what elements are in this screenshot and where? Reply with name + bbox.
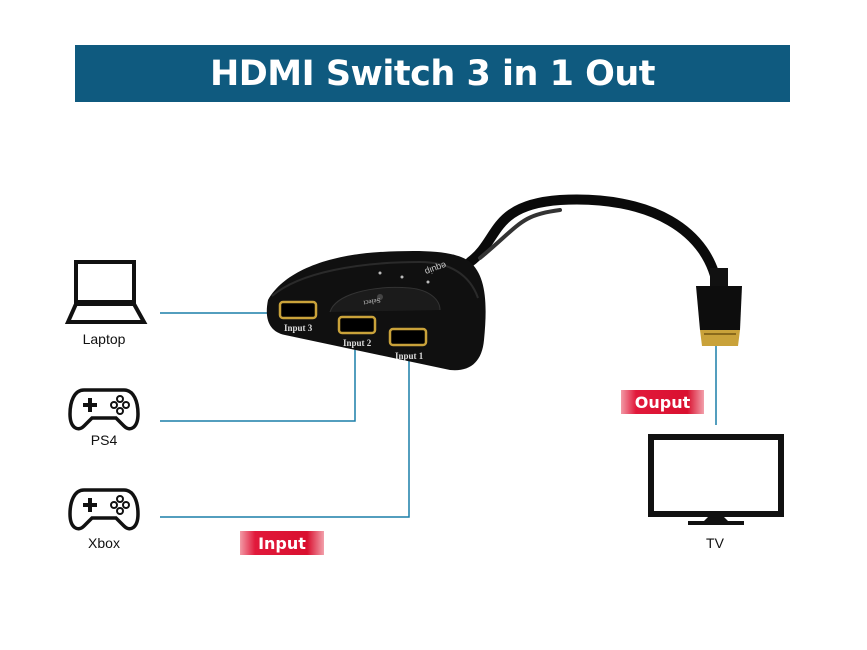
tv-label: TV — [706, 535, 724, 551]
hdmi-port-input-1 — [388, 327, 428, 347]
ps4-connection-line — [160, 335, 356, 422]
hdmi-port-input-2 — [337, 315, 377, 335]
port-label-input-1: Input 1 — [395, 351, 424, 361]
input-badge: Input — [240, 531, 324, 555]
laptop-icon — [64, 260, 148, 324]
xbox-label: Xbox — [88, 535, 120, 551]
xbox-gamepad-icon — [68, 488, 140, 531]
hdmi-cable — [465, 194, 723, 295]
port-label-input-3: Input 3 — [284, 323, 313, 333]
laptop-label: Laptop — [82, 331, 126, 347]
tv-icon — [648, 434, 784, 525]
ps4-label: PS4 — [90, 432, 118, 448]
hdmi-port-input-3 — [278, 300, 318, 320]
select-button-label: Select — [363, 296, 381, 307]
port-label-input-2: Input 2 — [343, 338, 372, 348]
hdmi-plug — [696, 268, 742, 346]
hdmi-switch-device: equip Select Input 3 Input 2 Input 1 — [266, 251, 486, 371]
output-badge: Ouput — [621, 390, 704, 414]
xbox-connection-line — [160, 350, 410, 518]
ps4-gamepad-icon — [68, 388, 140, 431]
page-title: HDMI Switch 3 in 1 Out — [75, 45, 790, 102]
